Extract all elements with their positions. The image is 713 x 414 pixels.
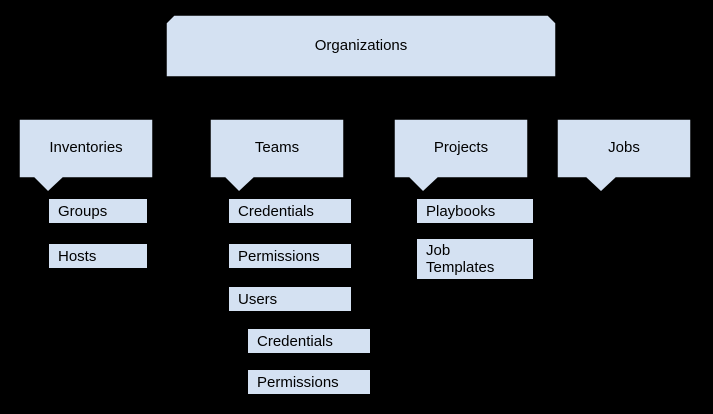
node-teams-permissions[interactable]: Permissions	[228, 243, 352, 269]
node-hosts[interactable]: Hosts	[48, 243, 148, 269]
jobs-shape	[556, 118, 692, 194]
node-organizations[interactable]: Organizations	[165, 14, 557, 78]
node-jobs-label: Jobs	[608, 139, 640, 156]
node-teams-users[interactable]: Users	[228, 286, 352, 312]
node-teams-credentials[interactable]: Credentials	[228, 198, 352, 224]
projects-shape	[393, 118, 529, 194]
node-projects[interactable]: Projects	[393, 118, 529, 194]
node-groups[interactable]: Groups	[48, 198, 148, 224]
teams-shape	[209, 118, 345, 194]
connector-teams-children	[204, 178, 228, 301]
node-projects-label: Projects	[433, 139, 489, 156]
node-jobs[interactable]: Jobs	[556, 118, 692, 194]
node-teams-label: Teams	[254, 139, 300, 156]
node-organizations-label: Organizations	[314, 37, 408, 54]
organizations-shape	[165, 14, 557, 78]
node-users-credentials[interactable]: Credentials	[247, 328, 371, 354]
connector-users-children	[230, 312, 247, 384]
node-inventories[interactable]: Inventories	[18, 118, 154, 194]
inventories-shape	[18, 118, 154, 194]
node-teams[interactable]: Teams	[209, 118, 345, 194]
node-job-templates[interactable]: Job Templates	[416, 238, 534, 280]
node-users-permissions[interactable]: Permissions	[247, 369, 371, 395]
node-playbooks[interactable]: Playbooks	[416, 198, 534, 224]
node-inventories-label: Inventories	[49, 139, 123, 156]
